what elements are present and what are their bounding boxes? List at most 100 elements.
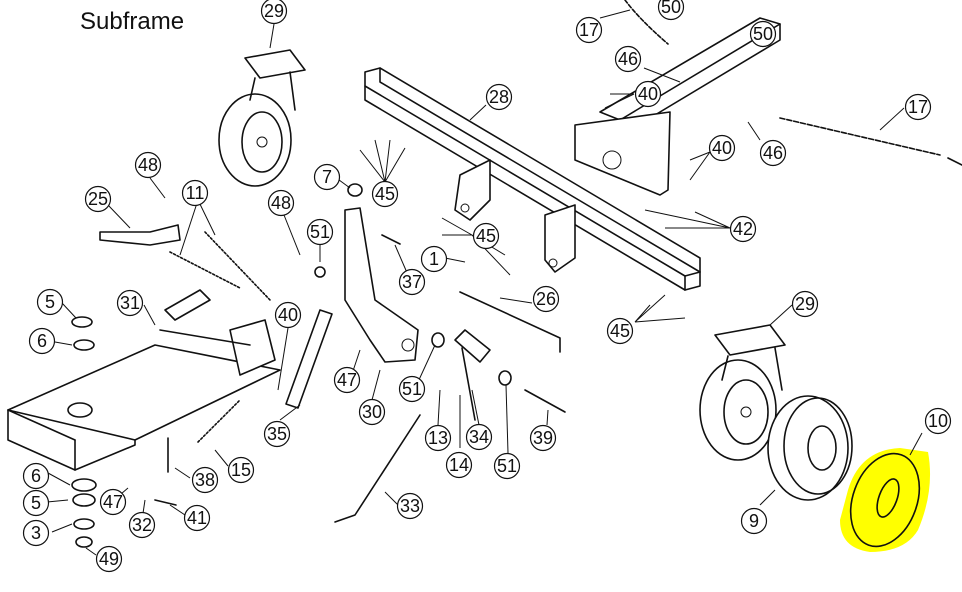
callout-number: 31 bbox=[120, 293, 140, 313]
callout-30: 30 bbox=[358, 398, 386, 426]
callout-circle bbox=[398, 268, 426, 296]
callout-5: 5 bbox=[36, 288, 64, 316]
callout-circle bbox=[472, 222, 500, 250]
callout-number: 50 bbox=[661, 0, 681, 17]
callout-number: 34 bbox=[469, 427, 489, 447]
callout-number: 51 bbox=[402, 379, 422, 399]
callout-circle bbox=[634, 80, 662, 108]
callout-circle bbox=[749, 20, 777, 48]
lever bbox=[99, 224, 181, 246]
callout-number: 42 bbox=[733, 219, 753, 239]
highlight-fill bbox=[840, 448, 931, 552]
callout-number: 45 bbox=[610, 321, 630, 341]
callout-6: 6 bbox=[28, 327, 56, 355]
callout-number: 50 bbox=[753, 24, 773, 44]
callout-number: 51 bbox=[497, 456, 517, 476]
callout-35: 35 bbox=[263, 420, 291, 448]
callout-11: 11 bbox=[181, 179, 209, 207]
callout-46: 46 bbox=[759, 139, 787, 167]
callout-number: 28 bbox=[489, 87, 509, 107]
callout-45: 45 bbox=[472, 222, 500, 250]
chain-top bbox=[624, 0, 669, 45]
callout-number: 38 bbox=[195, 470, 215, 490]
callout-number: 46 bbox=[618, 49, 638, 69]
callout-47: 47 bbox=[99, 488, 127, 516]
callout-number: 35 bbox=[267, 424, 287, 444]
callout-33: 33 bbox=[396, 492, 424, 520]
callout-13: 13 bbox=[424, 424, 452, 452]
callout-number: 3 bbox=[31, 523, 41, 543]
callout-number: 37 bbox=[402, 272, 422, 292]
callout-number: 5 bbox=[45, 292, 55, 312]
callout-circle bbox=[371, 180, 399, 208]
callout-46: 46 bbox=[614, 45, 642, 73]
callout-number: 40 bbox=[712, 138, 732, 158]
callout-37: 37 bbox=[398, 268, 426, 296]
callout-circle bbox=[116, 289, 144, 317]
springs bbox=[169, 231, 271, 301]
callout-3: 3 bbox=[22, 519, 50, 547]
callout-number: 46 bbox=[763, 143, 783, 163]
callout-50: 50 bbox=[657, 0, 685, 21]
callout-6: 6 bbox=[22, 462, 50, 490]
rod bbox=[459, 291, 561, 353]
callout-number: 6 bbox=[31, 466, 41, 486]
callout-number: 45 bbox=[375, 184, 395, 204]
callout-40: 40 bbox=[274, 301, 302, 329]
mount-plate-assembly bbox=[7, 289, 281, 471]
callout-number: 49 bbox=[99, 549, 119, 569]
tire bbox=[767, 395, 853, 501]
highlighted-washer bbox=[840, 448, 931, 552]
callout-number: 48 bbox=[138, 155, 158, 175]
callout-number: 11 bbox=[186, 183, 205, 203]
callout-circle bbox=[191, 466, 219, 494]
callout-26: 26 bbox=[532, 285, 560, 313]
callout-number: 14 bbox=[449, 455, 469, 475]
callout-circle bbox=[134, 151, 162, 179]
plate-34 bbox=[454, 329, 491, 421]
leader-lines bbox=[46, 9, 923, 556]
callout-number: 33 bbox=[400, 496, 420, 516]
callout-39: 39 bbox=[529, 424, 557, 452]
callout-49: 49 bbox=[95, 545, 123, 573]
callout-number: 13 bbox=[428, 428, 448, 448]
callout-circle bbox=[227, 456, 255, 484]
callout-number: 39 bbox=[533, 428, 553, 448]
callout-circle bbox=[924, 407, 952, 435]
callout-circle bbox=[84, 185, 112, 213]
callout-1: 1 bbox=[420, 245, 448, 273]
callout-circle bbox=[263, 420, 291, 448]
callout-number: 6 bbox=[37, 331, 47, 351]
callout-circle bbox=[420, 245, 448, 273]
callout-17: 17 bbox=[904, 93, 932, 121]
callout-number: 51 bbox=[310, 222, 330, 242]
callout-circle bbox=[529, 424, 557, 452]
callout-number: 40 bbox=[278, 305, 298, 325]
callout-circle bbox=[267, 189, 295, 217]
callout-number: 1 bbox=[429, 249, 439, 269]
callout-circle bbox=[28, 327, 56, 355]
callout-number: 45 bbox=[476, 226, 496, 246]
callout-10: 10 bbox=[924, 407, 952, 435]
callout-number: 17 bbox=[579, 20, 599, 40]
callout-circle bbox=[313, 163, 341, 191]
callout-number: 10 bbox=[928, 411, 948, 431]
callout-circle bbox=[181, 179, 209, 207]
callout-circle bbox=[657, 0, 685, 21]
caster-wheel-right bbox=[699, 324, 786, 461]
callout-circle bbox=[274, 301, 302, 329]
callout-circle bbox=[22, 489, 50, 517]
callout-45: 45 bbox=[606, 317, 634, 345]
callout-51: 51 bbox=[306, 218, 334, 246]
callout-circle bbox=[740, 507, 768, 535]
spring-15 bbox=[197, 399, 241, 443]
callout-circle bbox=[396, 492, 424, 520]
callout-circle bbox=[614, 45, 642, 73]
callout-circle bbox=[575, 16, 603, 44]
long-rod bbox=[334, 414, 421, 523]
callout-38: 38 bbox=[191, 466, 219, 494]
callout-circle bbox=[424, 424, 452, 452]
callout-number: 17 bbox=[908, 97, 928, 117]
callout-14: 14 bbox=[445, 451, 473, 479]
callout-circle bbox=[729, 215, 757, 243]
